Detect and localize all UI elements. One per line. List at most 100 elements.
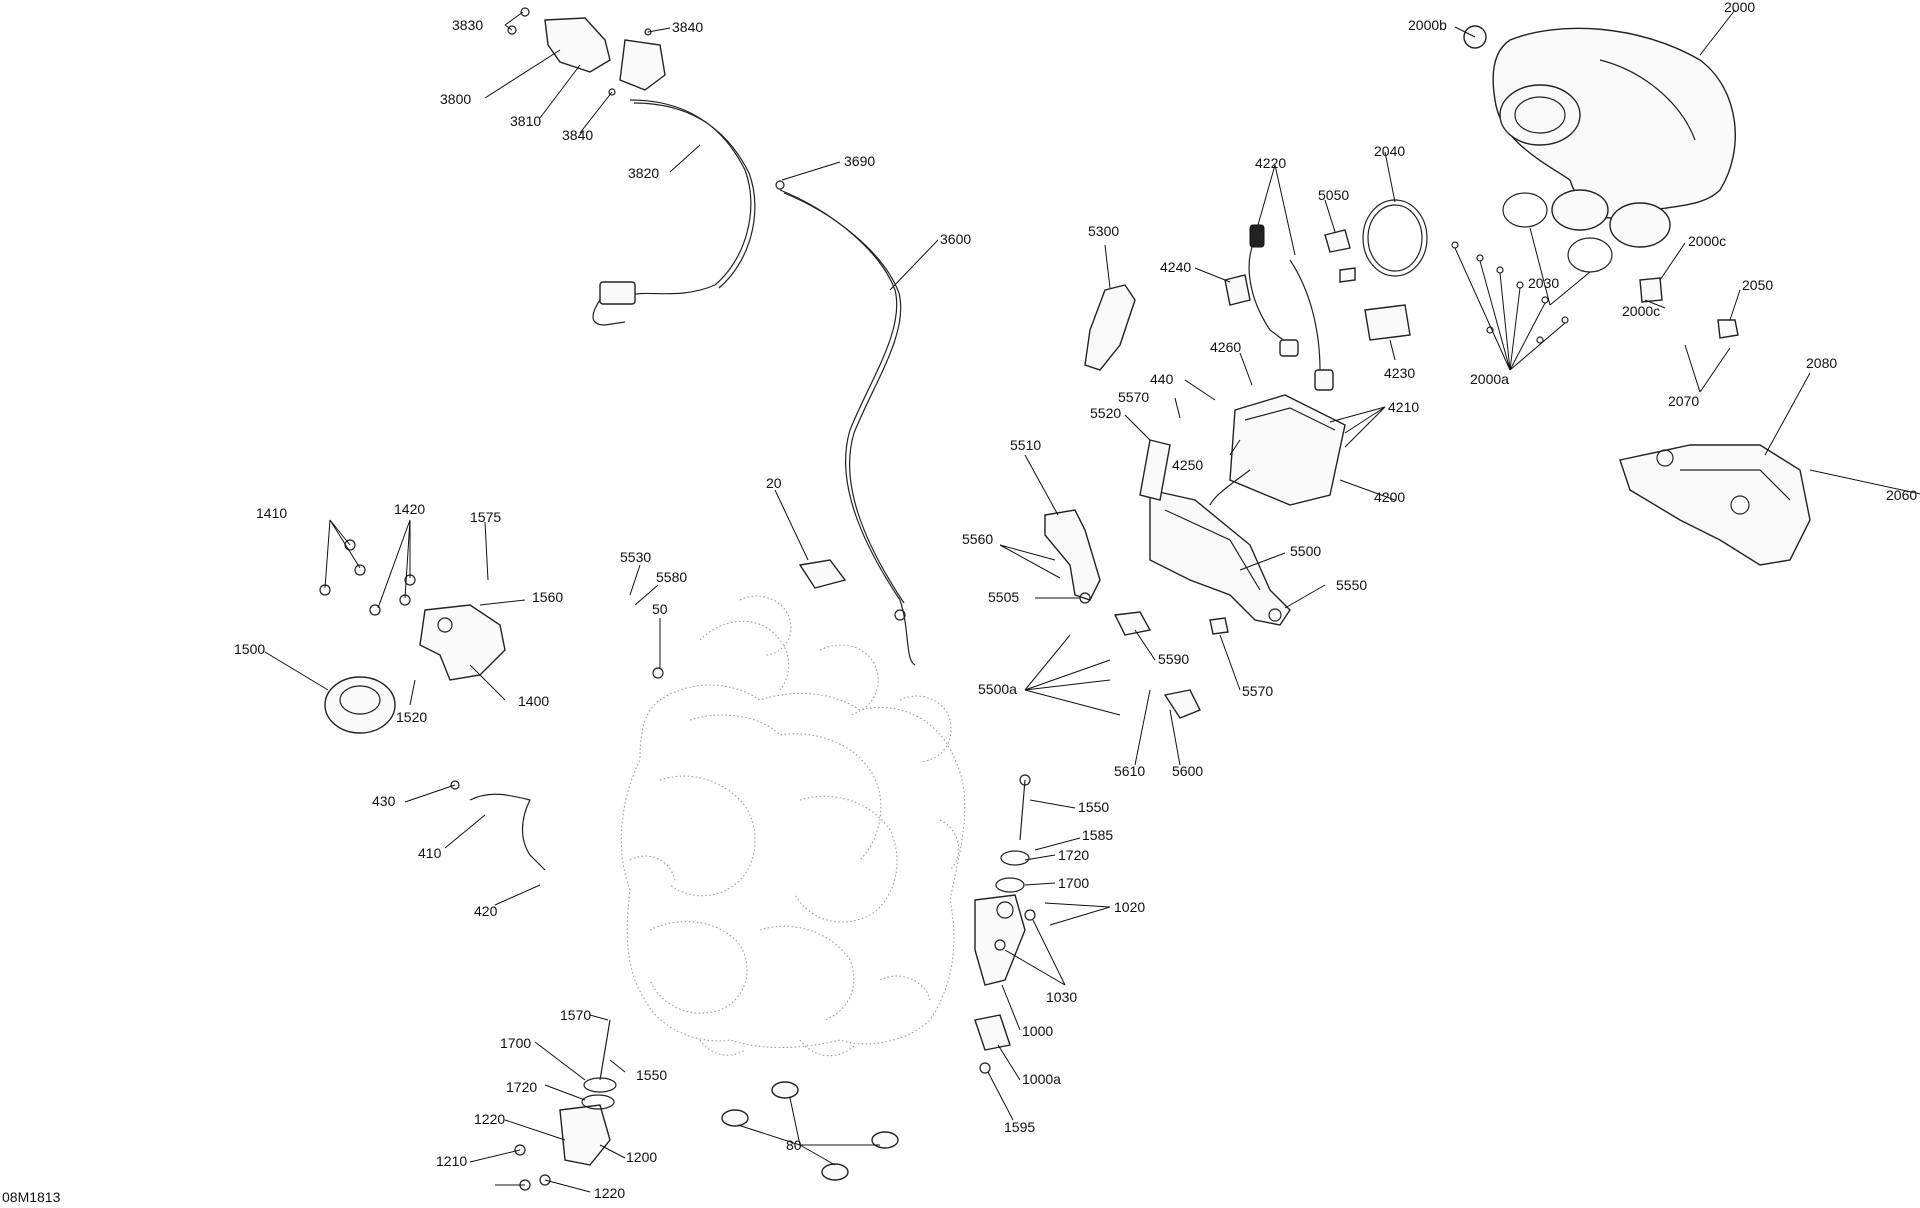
part-label: 1500 (234, 641, 265, 657)
part-label: 3800 (440, 91, 471, 107)
part-label: 1200 (626, 1149, 657, 1165)
part-label: 2050 (1742, 277, 1773, 293)
part-label: 2000a (1470, 371, 1509, 387)
part-label: 1700 (1058, 875, 1089, 891)
mount-1500 (324, 676, 396, 734)
part-label: 5520 (1090, 405, 1121, 421)
part-label: 1400 (518, 693, 549, 709)
part-label: 4260 (1210, 339, 1241, 355)
part-label: 1720 (1058, 847, 1089, 863)
mount-1000 (974, 894, 1026, 1051)
part-label: 5500a (978, 681, 1017, 697)
part-label: 2000c (1622, 303, 1660, 319)
part-label: 5530 (620, 549, 651, 565)
part-label: 3600 (940, 231, 971, 247)
bracket-2060 (1619, 444, 1811, 566)
part-label: 410 (418, 845, 442, 861)
plugs-80 (721, 1081, 899, 1181)
part-label: 3840 (672, 19, 703, 35)
sensor-410 (450, 780, 546, 871)
diagram-code: 08M1813 (2, 1189, 61, 1205)
part-label: 1550 (636, 1067, 667, 1083)
part-label: 4250 (1172, 457, 1203, 473)
gasket-5590 (1113, 611, 1152, 636)
part-label: 4210 (1388, 399, 1419, 415)
mount-1200 (559, 1019, 617, 1166)
part-label: 1210 (436, 1153, 467, 1169)
bolt-1550-right (995, 774, 1031, 893)
part-label: 1560 (532, 589, 563, 605)
cable-3600 (775, 180, 916, 666)
part-label: 3820 (628, 165, 659, 181)
sensor-5050 (1324, 229, 1356, 283)
leader-lines (264, 9, 1920, 1193)
hose-clamp-2040 (1362, 199, 1428, 277)
part-label: 3840 (562, 127, 593, 143)
part-label: 1220 (474, 1111, 505, 1127)
part-label: 50 (652, 601, 668, 617)
part-label: 1570 (560, 1007, 591, 1023)
part-label: 2040 (1374, 143, 1405, 159)
part-label: 1585 (1082, 827, 1113, 843)
part-label: 2060 (1886, 487, 1917, 503)
part-label: 1420 (394, 501, 425, 517)
part-5570 (1209, 617, 1229, 635)
washers-1420 (369, 574, 416, 616)
part-label: 3830 (452, 17, 483, 33)
wiring-harness-3820 (592, 99, 756, 326)
part-label: 4220 (1255, 155, 1286, 171)
part-label: 1410 (256, 505, 287, 521)
part-label: 5560 (962, 531, 993, 547)
part-label: 2000c (1688, 233, 1726, 249)
part-label: 4230 (1384, 365, 1415, 381)
part-label: 1000a (1022, 1071, 1061, 1087)
mount-1400 (419, 604, 506, 681)
part-label: 20 (766, 475, 782, 491)
part-label: 5500 (1290, 543, 1321, 559)
harness-4220 (1248, 224, 1334, 391)
part-label: 1595 (1004, 1119, 1035, 1135)
part-label: 3690 (844, 153, 875, 169)
part-label: 1720 (506, 1079, 537, 1095)
part-label: 5580 (656, 569, 687, 585)
part-label: 5505 (988, 589, 1019, 605)
sensor-bracket-assembly (507, 7, 666, 96)
part-label: 5510 (1010, 437, 1041, 453)
part-label: 5550 (1336, 577, 1367, 593)
air-intake-housing-2000 (1463, 25, 1736, 248)
part-label: 5600 (1172, 763, 1203, 779)
bracket-5510 (1044, 509, 1101, 604)
part-label: 1700 (500, 1035, 531, 1051)
cover-5300 (1084, 284, 1136, 371)
part-label: 5610 (1114, 763, 1145, 779)
part-label: 5300 (1088, 223, 1119, 239)
part-label: 1030 (1046, 989, 1077, 1005)
bracket-5500 (1149, 489, 1291, 626)
part-label: 420 (474, 903, 498, 919)
part-label: 2030 (1528, 275, 1559, 291)
part-label: 1520 (396, 709, 427, 725)
part-label: 2000b (1408, 17, 1447, 33)
part-label: 1220 (594, 1185, 625, 1201)
part-5600 (1163, 689, 1201, 719)
part-label: 1550 (1078, 799, 1109, 815)
part-label: 5590 (1158, 651, 1189, 667)
part-label: 3810 (510, 113, 541, 129)
plate-4230 (1364, 304, 1411, 341)
part-label: 5050 (1318, 187, 1349, 203)
part-label: 2000 (1724, 0, 1755, 15)
part-label: 4240 (1160, 259, 1191, 275)
part-label: 1000 (1022, 1023, 1053, 1039)
part-label: 1020 (1114, 899, 1145, 915)
engine-block-outline (620, 595, 966, 1057)
screws-2000a (1451, 241, 1569, 344)
part-label: 80 (786, 1137, 802, 1153)
connector-4240 (1224, 274, 1251, 306)
part-label: 440 (1150, 371, 1174, 387)
part-label: 2070 (1668, 393, 1699, 409)
fittings-2000c (1639, 277, 1739, 339)
part-label: 5570 (1242, 683, 1273, 699)
part-label: 4200 (1374, 489, 1405, 505)
ecm-4200 (1209, 394, 1346, 506)
